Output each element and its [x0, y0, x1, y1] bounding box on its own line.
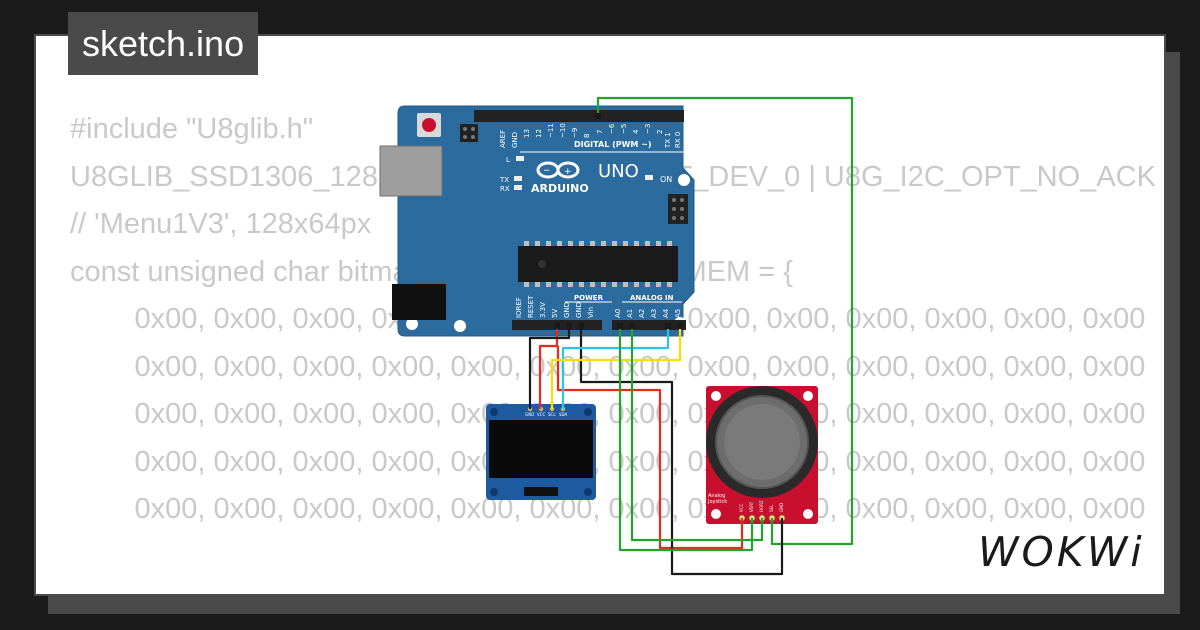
pin-label: A3: [650, 309, 658, 318]
rx-led-icon: [514, 185, 522, 190]
reset-button-icon: [422, 118, 436, 132]
arduino-uno-board[interactable]: AREF GND 13 12 ~11 ~10 ~9 8 7 ~6 ~5 4 ~3…: [379, 105, 695, 337]
pin-label: 12: [535, 129, 543, 138]
wires: [528, 96, 854, 576]
oled-screen: [489, 420, 593, 478]
icsp-header-top: [460, 124, 478, 142]
oled-ribbon: [524, 487, 558, 496]
code-line: #include "U8glib.h": [70, 113, 314, 145]
pin-label: SEL: [769, 504, 774, 512]
wire-green-horz: [630, 326, 764, 542]
joystick-label-2: Joystick: [707, 499, 727, 505]
pin-label: TX 1: [664, 132, 672, 149]
pin-label: SDA: [559, 412, 568, 417]
oled-pin-labels: GND VCC SCL SDA: [525, 412, 568, 417]
mount-hole-icon: [406, 318, 418, 330]
wire-green-vert: [618, 326, 754, 552]
arduino-model: UNO: [598, 161, 639, 182]
power-jack-icon: [392, 284, 446, 320]
pin-label: ~5: [620, 124, 628, 134]
pin-label: VCC: [537, 412, 546, 417]
mount-hole-icon: [678, 174, 690, 186]
digital-pin-labels: AREF GND 13 12 ~11 ~10 ~9 8 7 ~6 ~5 4 ~3…: [499, 123, 682, 149]
wokwi-logo[interactable]: WOKWi: [978, 528, 1145, 576]
pin-label: ~10: [559, 123, 567, 138]
usb-port-icon: [379, 145, 443, 197]
arduino-brand: ARDUINO: [531, 182, 589, 195]
pin-label: GND: [511, 132, 519, 148]
code-line: 0x00, 0x00, 0x00, 0x00, 0x00, 0x00, 0x00…: [70, 350, 1146, 383]
on-led-icon: [645, 175, 653, 180]
pin-label: 4: [632, 129, 640, 134]
pin-label: VERT: [749, 501, 754, 512]
code-line: 0x00, 0x00, 0x00, 0x00, 0x00, 0x00, 0x00…: [70, 445, 1146, 478]
mount-hole-icon: [454, 320, 466, 332]
wire-black-oled-gnd: [528, 326, 571, 409]
pin-label: RX 0: [674, 132, 682, 148]
joystick-label-1: Analog: [708, 493, 725, 499]
pin-label: 13: [523, 129, 531, 138]
pin-label: A4: [662, 308, 670, 318]
wire-yellow-scl: [550, 326, 682, 409]
pin-label: GND: [525, 412, 534, 417]
pin-label: 3.3V: [539, 302, 547, 318]
pin-label: SCL: [548, 412, 556, 417]
joystick-pin-labels: VCC VERT HORZ SEL GND: [739, 500, 784, 512]
digital-header: [474, 110, 684, 122]
pin-label: ~3: [644, 124, 652, 134]
pin-label: ~9: [571, 128, 579, 138]
power-pin-labels: IOREF RESET 3.3V 5V GND GND Vin: [515, 295, 595, 318]
pin-label: 2: [656, 130, 664, 134]
wire-green-d7: [596, 96, 854, 546]
microcontroller-chip: [518, 241, 678, 287]
pin-label: ~6: [608, 123, 616, 134]
pin-label: 5V: [551, 309, 559, 318]
pin-label: IOREF: [515, 297, 523, 318]
l-led-icon: [516, 156, 524, 161]
wire-red-oled-vcc: [538, 326, 559, 409]
pin-label: 8: [583, 134, 591, 138]
digital-label: DIGITAL (PWM ~): [574, 140, 652, 149]
pin-label: Vin: [587, 307, 595, 318]
pin-label: HORZ: [759, 500, 764, 512]
pin-label: GND: [563, 302, 571, 318]
wire-red-joystick-vcc: [556, 346, 744, 550]
tx-led-label: TX: [499, 176, 509, 184]
svg-text:+: +: [564, 167, 572, 177]
on-led-label: ON: [660, 175, 672, 184]
pin-label: 7: [596, 130, 604, 134]
pin-label: GND: [779, 503, 784, 512]
l-led-label: L: [506, 156, 510, 164]
arduino-infinity-logo-icon: [536, 161, 580, 179]
analog-label: ANALOG IN: [630, 294, 674, 302]
rx-led-label: RX: [500, 185, 510, 193]
pin-label: GND: [575, 302, 583, 318]
pin-label: A0: [614, 309, 622, 318]
analog-header: [612, 320, 686, 330]
pin-label: A2: [638, 309, 646, 318]
pin-label: A5: [674, 309, 682, 318]
wire-black-joystick-gnd: [579, 326, 784, 576]
oled-display-module[interactable]: GND VCC SCL SDA: [486, 404, 596, 500]
wire-cyan-sda: [561, 326, 670, 409]
file-title-tab[interactable]: sketch.ino: [68, 12, 259, 75]
code-line: // 'Menu1V3', 128x64px: [70, 208, 372, 240]
pin-label: AREF: [499, 130, 507, 148]
analog-joystick-module[interactable]: Analog Joystick VCC VERT HORZ SEL GND: [706, 386, 818, 524]
analog-pin-labels: A0 A1 A2 A3 A4 A5: [614, 308, 682, 318]
svg-text:−: −: [543, 166, 551, 176]
pin-label: RESET: [527, 295, 535, 318]
pin-label: VCC: [739, 503, 744, 512]
power-label: POWER: [574, 294, 604, 302]
tx-led-icon: [514, 176, 522, 181]
icsp-header-right: [668, 194, 688, 224]
pin-label: A1: [626, 309, 634, 318]
pin-label: ~11: [547, 123, 555, 138]
